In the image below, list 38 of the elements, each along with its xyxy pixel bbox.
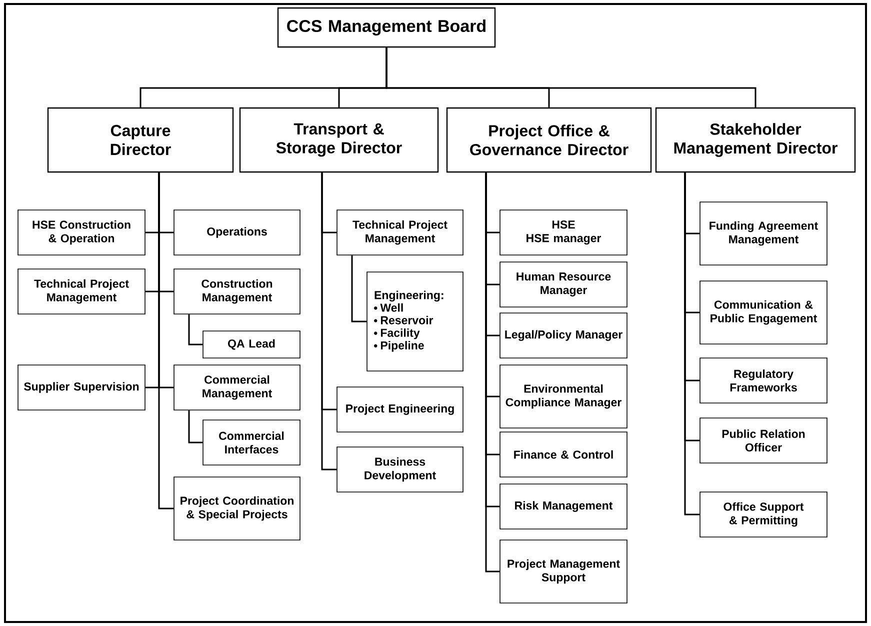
unit-box: Funding Agreement Management [700,202,828,266]
unit-box: Human Resource Manager [500,262,628,308]
unit-box: HSE HSE manager [500,210,628,256]
unit-box: Commercial Management [174,364,300,410]
unit-box: Technical Project Management [18,268,146,314]
connector-line [188,410,203,444]
unit-box: HSE Construction & Operation [18,210,146,256]
unit-box: Engineering: Well Reservoir Facility Pipeline [366,272,464,372]
unit-box: Risk Management [500,484,628,530]
connector-line [321,172,337,470]
unit-box: Public Relation Officer [700,418,828,464]
unit-box: Project Management Support [500,540,628,604]
director-box: Stakeholder Management Director [655,107,856,173]
connector-line [158,172,174,510]
unit-box: Legal/Policy Manager [500,312,628,358]
board-box: CCS Management Board [277,7,496,48]
connector-line [386,48,756,108]
director-box: Project Office & Governance Director [446,107,652,173]
unit-box: Communication & Public Engagement [700,280,828,344]
connector-line [188,314,203,346]
director-box: Capture Director [47,107,234,173]
unit-box: Regulatory Frameworks [700,358,828,404]
connector-line [684,172,700,516]
unit-box: Project Engineering [336,386,464,432]
connector-line [351,255,367,322]
unit-box: Technical Project Management [336,210,464,256]
unit-box: Project Coordination & Special Projects [174,476,300,540]
unit-box: Finance & Control [500,432,628,478]
unit-box: QA Lead [202,330,300,358]
unit-box: Environmental Compliance Manager [500,364,628,428]
unit-box: Operations [174,210,300,256]
unit-box: Business Development [336,446,464,492]
director-box: Transport & Storage Director [239,107,439,173]
unit-box: Supplier Supervision [18,364,146,410]
unit-box: Office Support & Permitting [700,492,828,538]
unit-box: Construction Management [174,268,300,314]
connector-line [485,172,500,572]
unit-box: Commercial Interfaces [202,420,300,466]
